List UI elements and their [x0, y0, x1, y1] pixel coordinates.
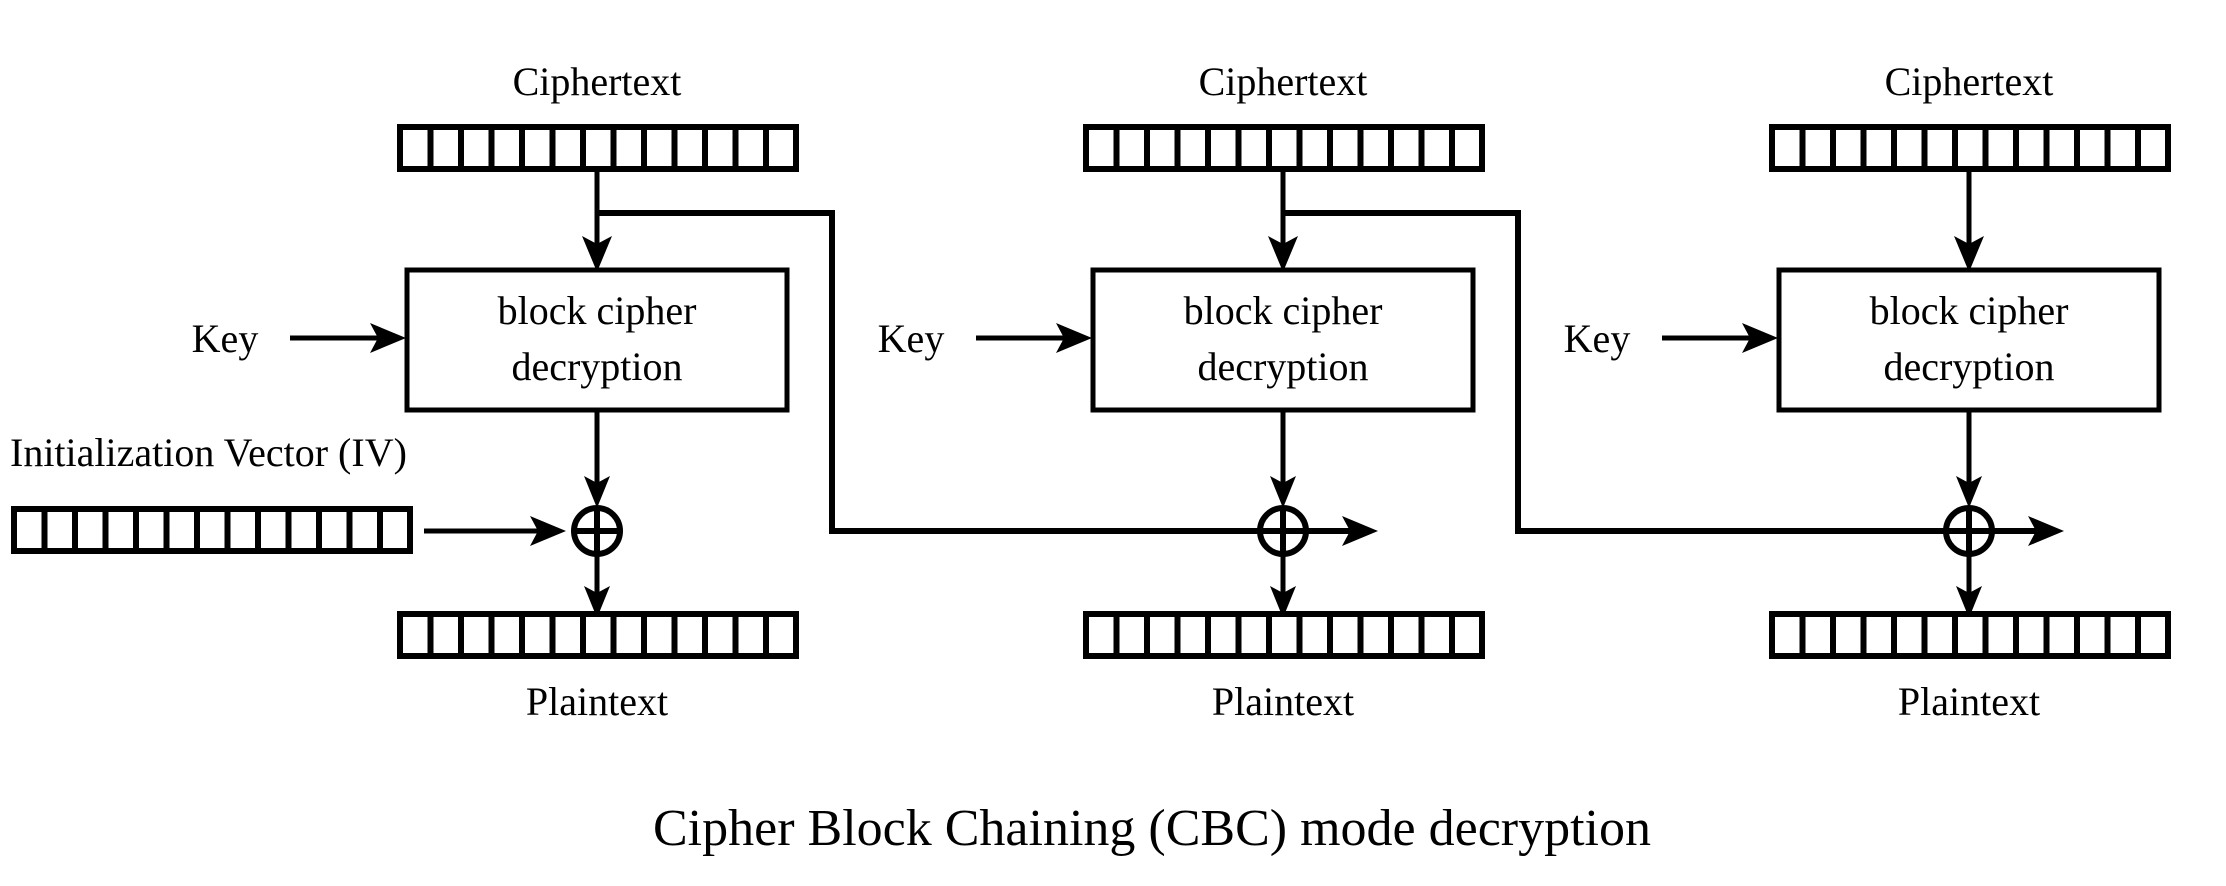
xor-gate-1 [571, 505, 623, 557]
xor-to-plaintext-arrow-3 [1956, 554, 1982, 618]
chain-line-2-to-3 [1283, 210, 2036, 534]
block-group-3: Ciphertext Key [1564, 59, 2171, 724]
block-cipher-line1-2: block cipher [1184, 288, 1383, 333]
plaintext-bar-2 [1083, 611, 1485, 659]
plaintext-bar-1 [397, 611, 799, 659]
ciphertext-to-cipher-arrow-3 [1954, 172, 1984, 272]
ciphertext-bar-3 [1769, 124, 2171, 172]
ciphertext-bar-outline-1 [397, 124, 799, 172]
block-cipher-box-1 [404, 267, 790, 413]
ciphertext-to-cipher-arrow-2 [1268, 172, 1298, 272]
cipher-to-xor-arrow-2 [1270, 412, 1296, 508]
ciphertext-to-cipher-arrow-1 [582, 172, 612, 272]
block-cipher-box-2 [1090, 267, 1476, 413]
block-cipher-line2-1: decryption [511, 344, 682, 389]
key-label-2: Key [878, 316, 945, 361]
ciphertext-label-1: Ciphertext [513, 59, 682, 104]
block-cipher-box-3 [1776, 267, 2162, 413]
plaintext-bar-outline-2 [1083, 611, 1485, 659]
ciphertext-bar-2 [1083, 124, 1485, 172]
key-label-3: Key [1564, 316, 1631, 361]
iv-bar [11, 506, 413, 554]
plaintext-bar-3 [1769, 611, 2171, 659]
cipher-to-xor-arrow-1 [584, 412, 610, 508]
chain-arrowhead-1-to-2 [1342, 516, 1378, 546]
key-arrow-2 [976, 323, 1092, 353]
ciphertext-bar-outline-2 [1083, 124, 1485, 172]
chain-arrowhead-2-to-3 [2028, 516, 2064, 546]
key-arrow-1 [290, 323, 406, 353]
block-group-2: Ciphertext Ke [878, 59, 2064, 724]
iv-bar-outline [11, 506, 413, 554]
block-cipher-line2-3: decryption [1883, 344, 2054, 389]
plaintext-bar-outline-3 [1769, 611, 2171, 659]
plaintext-label-2: Plaintext [1212, 679, 1354, 724]
block-cipher-line1-3: block cipher [1870, 288, 2069, 333]
key-arrow-3 [1662, 323, 1778, 353]
ciphertext-bar-outline-3 [1769, 124, 2171, 172]
ciphertext-bar-1 [397, 124, 799, 172]
xor-gate-3 [1943, 505, 1995, 557]
block-cipher-line2-2: decryption [1197, 344, 1368, 389]
key-label-1: Key [192, 316, 259, 361]
block-group-1: Ciphertext [10, 59, 1378, 724]
iv-to-xor-arrow [424, 516, 566, 546]
iv-label: Initialization Vector (IV) [10, 430, 407, 475]
cipher-to-xor-arrow-3 [1956, 412, 1982, 508]
ciphertext-label-2: Ciphertext [1199, 59, 1368, 104]
xor-to-plaintext-arrow-1 [584, 554, 610, 618]
plaintext-label-3: Plaintext [1898, 679, 2040, 724]
ciphertext-label-3: Ciphertext [1885, 59, 2054, 104]
plaintext-label-1: Plaintext [526, 679, 668, 724]
plaintext-bar-outline-1 [397, 611, 799, 659]
diagram-caption: Cipher Block Chaining (CBC) mode decrypt… [653, 800, 1651, 857]
block-cipher-line1-1: block cipher [498, 288, 697, 333]
xor-gate-2 [1257, 505, 1309, 557]
xor-to-plaintext-arrow-2 [1270, 554, 1296, 618]
chain-line-1-to-2 [597, 210, 1350, 534]
